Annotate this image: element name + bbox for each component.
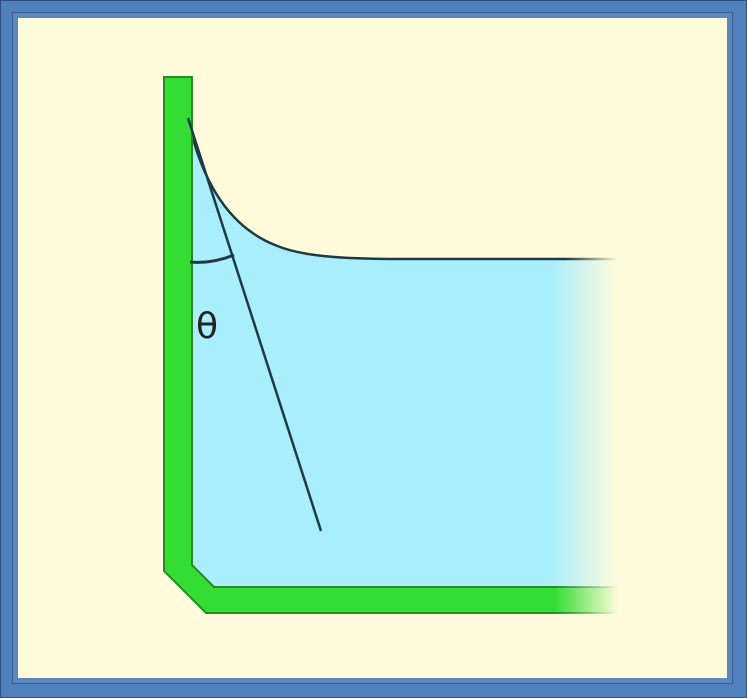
angle-arc	[189, 253, 235, 264]
tangent-line	[186, 117, 323, 532]
liquid-body	[188, 118, 618, 587]
container-wall	[163, 76, 619, 614]
angle-label: θ	[196, 306, 218, 347]
